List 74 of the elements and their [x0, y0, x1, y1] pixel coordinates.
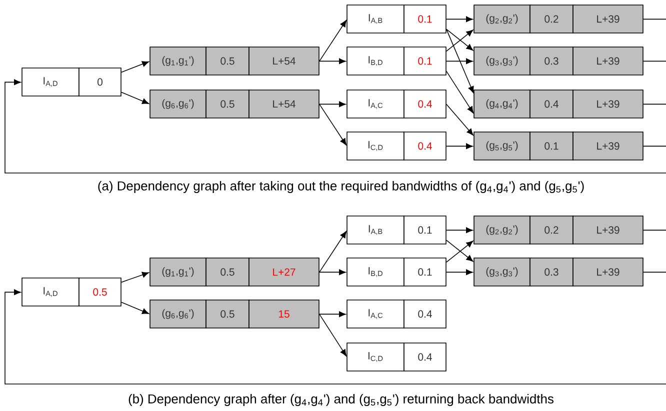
- table-cell: 0.4: [530, 90, 574, 118]
- table-cell: L+39: [572, 90, 644, 118]
- table-cell: I$_{A,C}$: [346, 90, 404, 118]
- arrow: [446, 104, 474, 136]
- table-cell: 0.3: [530, 258, 574, 286]
- table-cell: L+54: [248, 90, 320, 118]
- table-cell: L+39: [572, 258, 644, 286]
- table-cell: 0.2: [530, 4, 574, 34]
- table-cell: L+39: [572, 216, 644, 244]
- table-cell: (g$_{3}$,g$_{3}$'): [474, 258, 530, 286]
- table-cell: 0.4: [404, 90, 446, 118]
- arrow: [319, 101, 346, 108]
- table-cell: (g$_{6}$,g$_{6}$'): [150, 90, 206, 118]
- arrow: [4, 79, 666, 174]
- table-cell: (g$_{4}$,g$_{4}$'): [474, 90, 530, 118]
- table-cell: L+54: [248, 46, 320, 76]
- table-cell: 0.1: [404, 46, 446, 76]
- arrow: [121, 61, 149, 73]
- table-cell: 0.1: [404, 216, 446, 244]
- arrow: [446, 269, 473, 276]
- table-cell: I$_{C,D}$: [346, 132, 404, 160]
- table-cell: 0.3: [530, 46, 574, 76]
- arrow: [446, 143, 473, 150]
- arrow: [121, 302, 149, 314]
- table-cell: (g$_{2}$,g$_{2}$'): [474, 4, 530, 34]
- table-cell: 0.5: [206, 258, 250, 286]
- arrow: [4, 289, 666, 384]
- arrow: [446, 58, 473, 64]
- table-cell: 0: [78, 68, 122, 96]
- table-cell: I$_{C,D}$: [346, 342, 404, 372]
- table-cell: 0.1: [530, 132, 574, 160]
- arrow: [121, 92, 149, 104]
- arrow: [319, 314, 347, 356]
- arrow: [446, 227, 473, 234]
- table-cell: I$_{A,D}$: [22, 278, 80, 306]
- table-cell: L+39: [572, 46, 644, 76]
- table-cell: 15: [248, 300, 320, 328]
- table-cell: (g$_{1}$,g$_{1}$'): [150, 258, 206, 286]
- table-cell: 0.4: [404, 132, 446, 160]
- arrow: [319, 58, 346, 64]
- table-cell: (g$_{1}$,g$_{1}$'): [150, 46, 206, 76]
- table-cell: 0.5: [206, 300, 250, 328]
- table-cell: 0.4: [404, 300, 446, 328]
- caption: (a) Dependency graph after taking out the required bandwidths of (g$_{4}$,g$_{4}$') and (g$_{5}$,g$_{5}$'): [98, 180, 584, 194]
- table-cell: 0.4: [404, 342, 446, 372]
- table-cell: (g$_{6}$,g$_{6}$'): [150, 300, 206, 328]
- arrow: [319, 311, 346, 318]
- table-cell: I$_{A,B}$: [346, 4, 404, 34]
- table-cell: (g$_{3}$,g$_{3}$'): [474, 46, 530, 76]
- table-cell: 0.2: [530, 216, 574, 244]
- table-cell: 0.1: [404, 4, 446, 34]
- table-cell: (g$_{2}$,g$_{2}$'): [474, 216, 530, 244]
- table-cell: I$_{B,D}$: [346, 258, 404, 286]
- arrow: [121, 272, 149, 283]
- table-cell: 0.5: [206, 46, 250, 76]
- table-cell: 0.1: [404, 258, 446, 286]
- table-cell: 0.5: [206, 90, 250, 118]
- table-cell: I$_{A,D}$: [22, 68, 80, 96]
- arrow: [446, 70, 474, 114]
- table-cell: L+39: [572, 4, 644, 34]
- arrow: [446, 16, 473, 22]
- caption: (b) Dependency graph after (g$_{4}$,g$_{4}$') and (g$_{5}$,g$_{5}$') returning back bandwidths: [128, 394, 554, 406]
- table-cell: I$_{A,B}$: [346, 216, 404, 244]
- table-cell: I$_{A,C}$: [346, 300, 404, 328]
- arrow: [319, 231, 347, 273]
- table-cell: (g$_{5}$,g$_{5}$'): [474, 132, 530, 160]
- arrow: [319, 20, 347, 62]
- table-cell: I$_{B,D}$: [346, 46, 404, 76]
- arrow: [319, 269, 346, 276]
- arrow: [319, 104, 347, 146]
- table-cell: L+27: [248, 258, 320, 286]
- arrow: [446, 28, 474, 94]
- table-cell: L+39: [572, 132, 644, 160]
- table-cell: 0.5: [78, 278, 122, 306]
